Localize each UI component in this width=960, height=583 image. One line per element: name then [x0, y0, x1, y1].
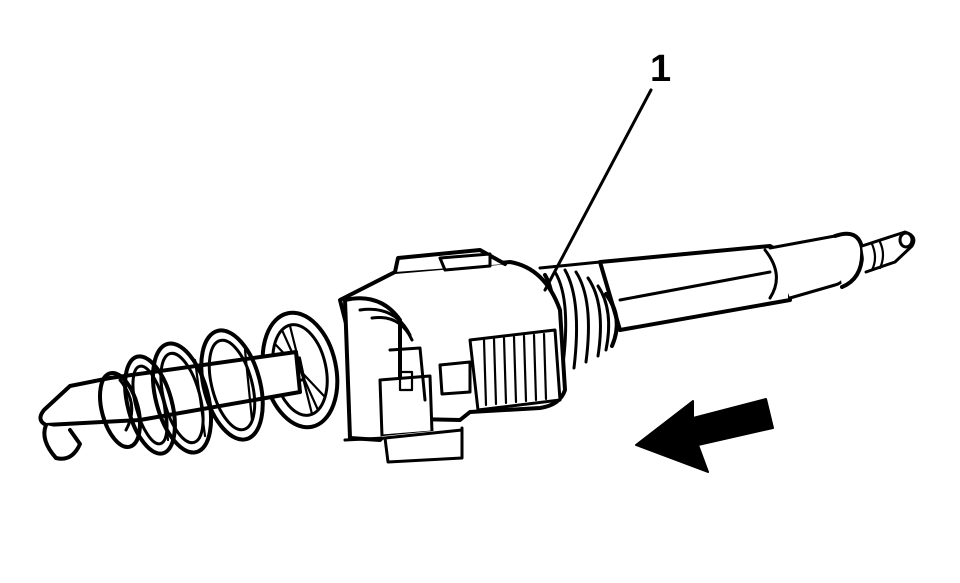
direction-arrow-left-icon [635, 398, 774, 473]
coil-spring-lower [98, 328, 265, 456]
callout-label-1: 1 [650, 48, 672, 90]
switch-housing [338, 248, 567, 464]
upper-shaft [598, 230, 916, 332]
lower-shaft [38, 350, 302, 461]
callout-1-leader-line [543, 88, 653, 292]
